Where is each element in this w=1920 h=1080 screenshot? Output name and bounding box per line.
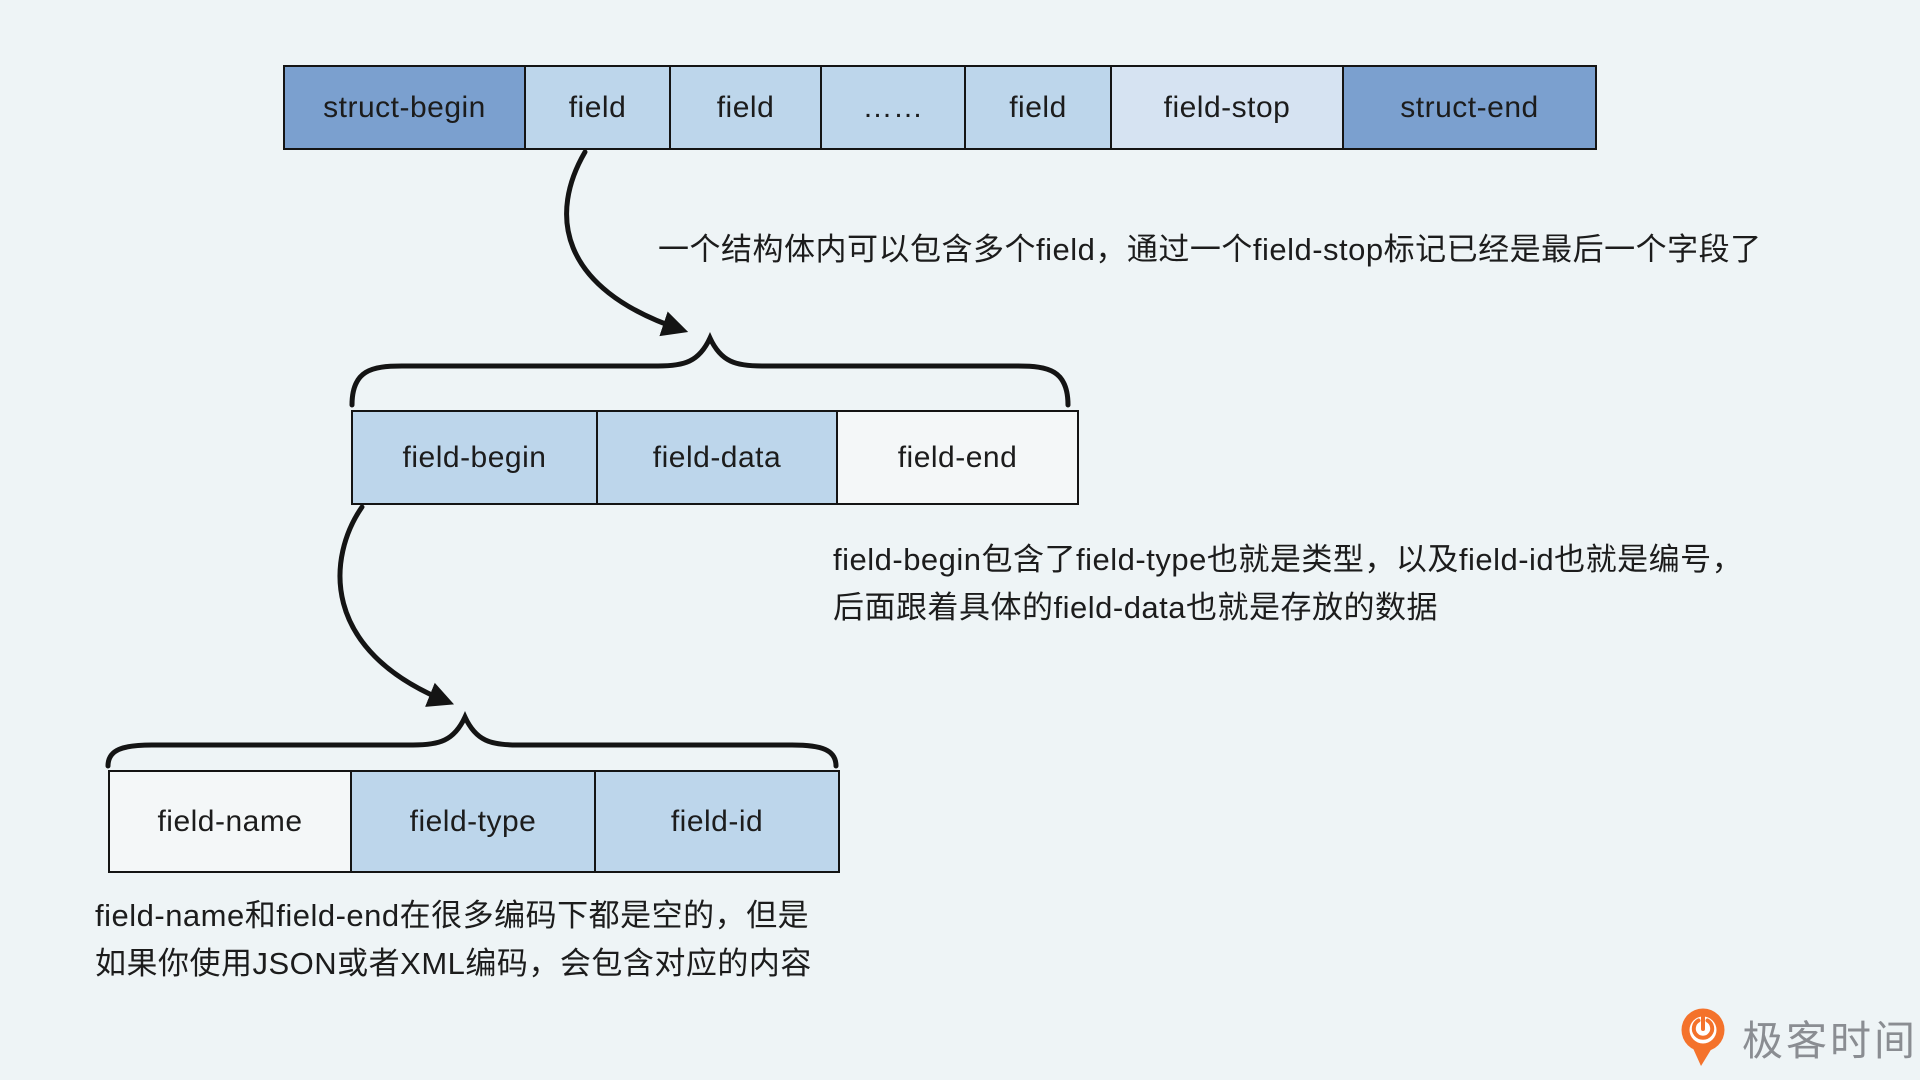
cell-field-name: field-name (110, 772, 350, 871)
cell-field-id: field-id (594, 772, 838, 871)
cell-field-stop: field-stop (1110, 67, 1342, 148)
cell-field-1: field (524, 67, 669, 148)
geektime-watermark: 极客时间 (1678, 1006, 1918, 1068)
cell-field-3: field (964, 67, 1110, 148)
cell-struct-end: struct-end (1342, 67, 1595, 148)
cell-struct-begin: struct-begin (285, 67, 524, 148)
geektime-logo-text: 极客时间 (1742, 1018, 1918, 1064)
struct-row: struct-begin field field …… field field-… (283, 65, 1597, 150)
cell-ellipsis: …… (820, 67, 964, 148)
annotation-line: 后面跟着具体的field-data也就是存放的数据 (833, 590, 1439, 625)
geektime-logo-icon (1681, 1008, 1725, 1066)
annotation-field-begin: field-begin包含了field-type也就是类型，以及field-id… (833, 536, 1743, 632)
cell-field-type: field-type (350, 772, 594, 871)
arrow-fieldbegin-to-subrow (337, 504, 455, 707)
annotation-field-name: field-name和field-end在很多编码下都是空的，但是 如果你使用J… (95, 892, 812, 988)
cell-field-data: field-data (596, 412, 836, 503)
cell-field-2: field (669, 67, 820, 148)
annotation-line: field-name和field-end在很多编码下都是空的，但是 (95, 898, 810, 933)
brace-field-begin-row (105, 711, 839, 769)
field-begin-row: field-name field-type field-id (108, 770, 840, 873)
annotation-line: 一个结构体内可以包含多个field，通过一个field-stop标记已经是最后一… (658, 232, 1762, 267)
annotation-line: 如果你使用JSON或者XML编码，会包含对应的内容 (95, 946, 812, 981)
annotation-field-stop: 一个结构体内可以包含多个field，通过一个field-stop标记已经是最后一… (658, 226, 1762, 274)
brace-field-row (349, 332, 1071, 408)
field-row: field-begin field-data field-end (351, 410, 1079, 505)
cell-field-begin: field-begin (353, 412, 596, 503)
cell-field-end: field-end (836, 412, 1077, 503)
annotation-line: field-begin包含了field-type也就是类型，以及field-id… (833, 542, 1744, 577)
